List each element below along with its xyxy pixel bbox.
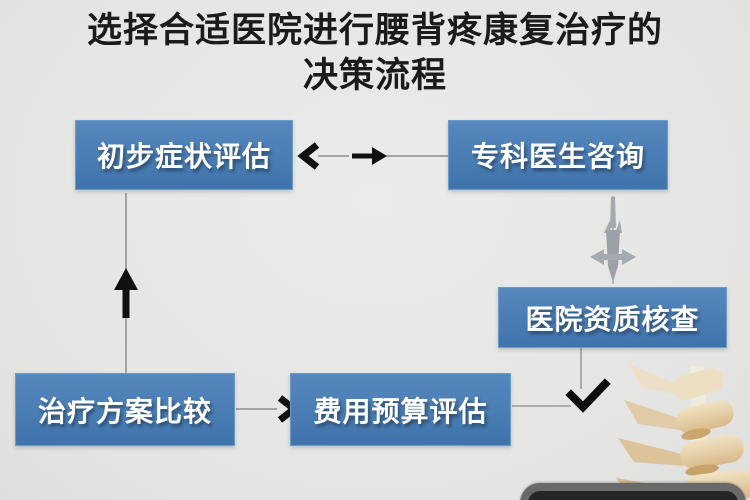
checkmark-icon	[565, 378, 611, 413]
up-arrow-icon	[114, 193, 138, 373]
page-title-line1: 选择合适医院进行腰背疼康复治疗的	[86, 11, 663, 50]
bidirectional-arrow-icon	[297, 142, 448, 170]
flow-node-hospital-qualification-check: 医院资质核查	[498, 287, 727, 348]
needle-down-connector-icon	[590, 196, 636, 284]
flow-node-cost-budget-assessment: 费用预算评估	[290, 373, 511, 446]
flow-node-initial-symptom-assessment: 初步症状评估	[75, 120, 293, 190]
page-title: 选择合适医院进行腰背疼康复治疗的 决策流程	[0, 8, 750, 98]
right-arrow-icon	[236, 395, 300, 423]
flow-node-treatment-plan-comparison: 治疗方案比较	[15, 373, 235, 446]
flow-node-specialist-consultation: 专科医生咨询	[448, 120, 668, 190]
page-title-line2: 决策流程	[302, 56, 447, 95]
device-frame	[520, 483, 746, 500]
